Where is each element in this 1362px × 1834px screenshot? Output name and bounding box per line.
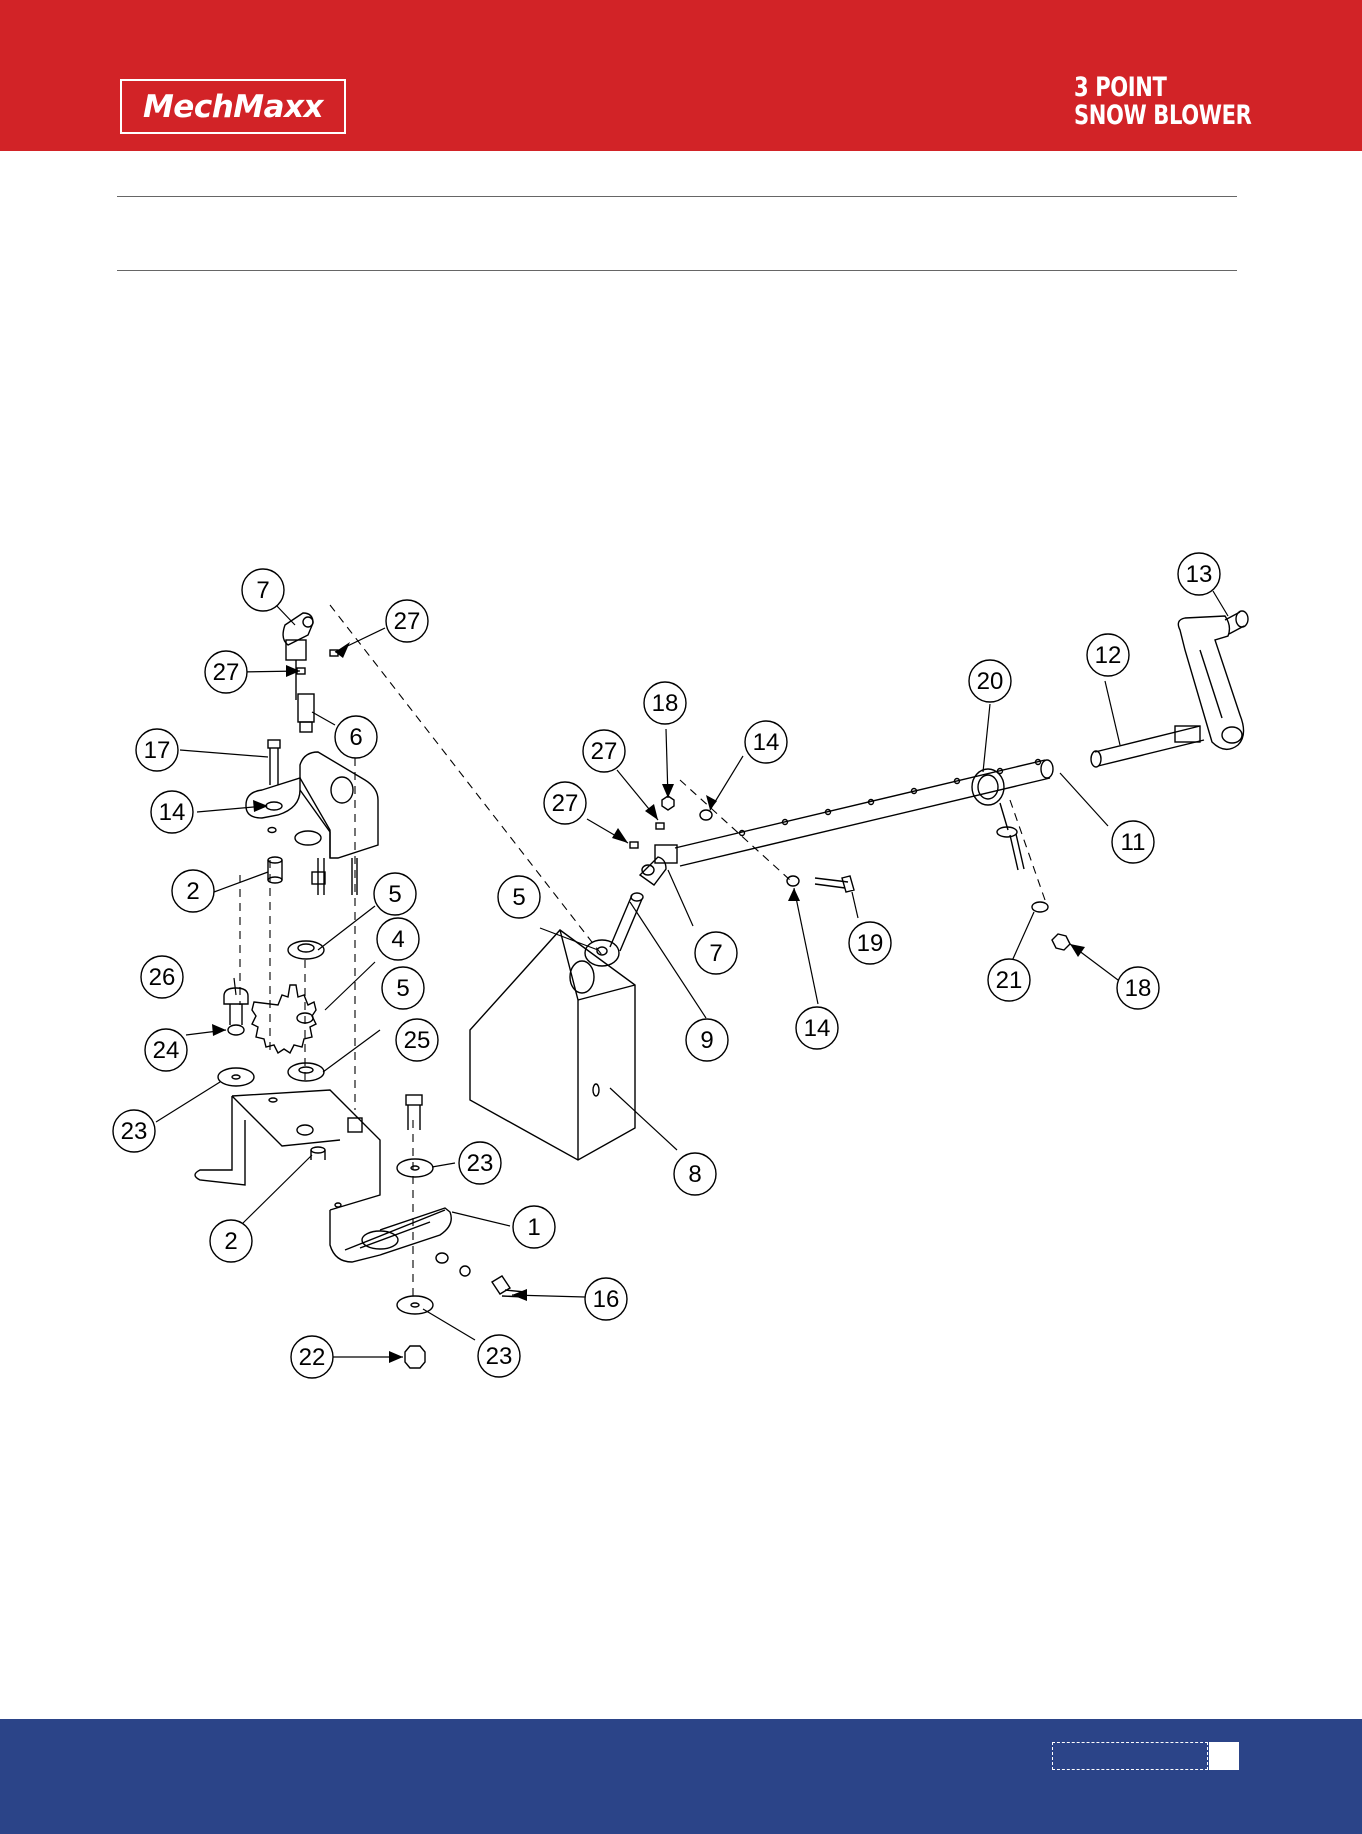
spacer-2-lower — [311, 1147, 325, 1160]
callout-label: 6 — [349, 724, 362, 751]
page-label-box — [1052, 1742, 1208, 1770]
callout-label: 14 — [804, 1015, 831, 1042]
washer-23-left — [218, 1068, 254, 1086]
callout-label: 27 — [591, 738, 618, 765]
exploded-parts-diagram: 7 27 27 6 17 14 2 5 4 5 26 24 23 25 23 2… — [0, 0, 1362, 1719]
callout-label: 17 — [144, 737, 171, 764]
shaft-12 — [1091, 726, 1204, 767]
washer-21 — [1032, 902, 1048, 912]
footer-bar — [0, 1719, 1362, 1834]
nut-18-bottom — [1052, 934, 1070, 950]
callout-label: 5 — [512, 884, 525, 911]
callout-label: 5 — [388, 881, 401, 908]
callout-label: 27 — [552, 790, 579, 817]
callout-label: 7 — [709, 940, 722, 967]
callout-label: 14 — [159, 799, 186, 826]
bolt-17 — [268, 740, 280, 785]
page-number — [1209, 1742, 1239, 1770]
leader-lines — [156, 591, 1228, 1357]
callout-label: 18 — [1125, 975, 1152, 1002]
washer-14-bottom — [787, 876, 799, 886]
callout-label: 23 — [121, 1118, 148, 1145]
washer-14-left — [266, 802, 282, 810]
callout-label: 4 — [391, 926, 404, 953]
bolt-19 — [815, 876, 854, 892]
assembly-dashed-lines — [240, 605, 1045, 1300]
nut-22 — [405, 1346, 425, 1368]
washer-5-lower — [288, 1063, 324, 1081]
set-screw-27-joint — [656, 823, 664, 829]
callout-label: 21 — [996, 967, 1023, 994]
callout-label: 12 — [1095, 642, 1122, 669]
callout-label: 8 — [688, 1161, 701, 1188]
callout-label: 22 — [299, 1344, 326, 1371]
set-screw-27-shaft — [630, 842, 638, 848]
callout-label: 18 — [652, 690, 679, 717]
shaft-9 — [610, 893, 643, 951]
callout-label: 13 — [1186, 561, 1213, 588]
lock-washer-24 — [228, 1025, 244, 1035]
callout-label: 24 — [153, 1037, 180, 1064]
callout-label: 23 — [467, 1150, 494, 1177]
washer-5-housing — [585, 940, 619, 966]
nut-18-top — [662, 796, 674, 810]
callout-label: 11 — [1121, 829, 1146, 856]
callout-label: 2 — [186, 878, 199, 905]
washer-23-middle — [397, 1159, 433, 1177]
callout-label: 5 — [396, 975, 409, 1002]
callout-label: 27 — [394, 608, 421, 635]
bolt-25 — [406, 1095, 422, 1130]
upper-bracket — [246, 752, 378, 895]
callout-label: 20 — [977, 668, 1004, 695]
callout-label: 7 — [256, 577, 269, 604]
gear-4 — [252, 985, 316, 1053]
callout-label: 9 — [700, 1027, 713, 1054]
callout-label: 25 — [404, 1027, 431, 1054]
callout-label: 27 — [213, 659, 240, 686]
callout-label: 19 — [857, 930, 884, 957]
callout-label: 23 — [486, 1343, 513, 1370]
callout-label: 2 — [224, 1228, 237, 1255]
callout-label: 26 — [149, 964, 176, 991]
callout-label: 1 — [527, 1214, 540, 1241]
washer-14-top — [700, 810, 712, 820]
bolt-16-assembly — [436, 1253, 525, 1297]
callout-label: 14 — [753, 729, 780, 756]
shaft-6 — [298, 694, 314, 732]
callout-label: 16 — [593, 1286, 620, 1313]
universal-joint-7-top — [283, 613, 313, 700]
callout-circles — [113, 553, 1220, 1378]
eye-bolt-20 — [972, 769, 1024, 870]
